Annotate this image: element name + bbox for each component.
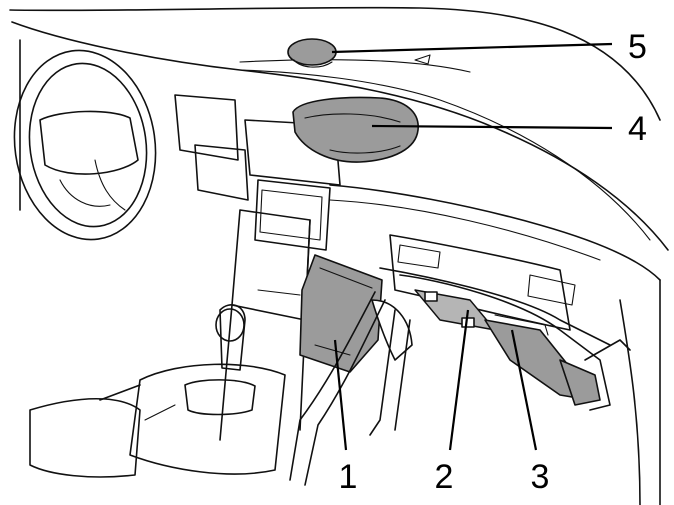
callout-4: 4: [628, 110, 647, 148]
leader-line-1: [333, 339, 348, 451]
part-1-lower-panel: [289, 254, 413, 486]
callout-2: 2: [435, 458, 454, 496]
callout-5: 5: [628, 28, 647, 66]
leader-line-5: [331, 42, 613, 54]
leader-line-3: [510, 329, 538, 451]
callout-3: 3: [531, 458, 550, 496]
leader-line-4: [371, 124, 613, 130]
steering-wheel: [13, 39, 157, 241]
leader-lines: [331, 42, 613, 451]
gear-console: [29, 304, 286, 478]
callout-1: 1: [339, 458, 358, 496]
part-4-passenger-airbag: [292, 96, 419, 163]
leader-line-2: [448, 309, 470, 451]
part-3-ecu-module: [484, 314, 631, 406]
callout-labels: 5 4 1 2 3: [339, 28, 647, 496]
part-5-round-unit: [287, 38, 337, 68]
dashboard-outline: [9, 6, 669, 505]
